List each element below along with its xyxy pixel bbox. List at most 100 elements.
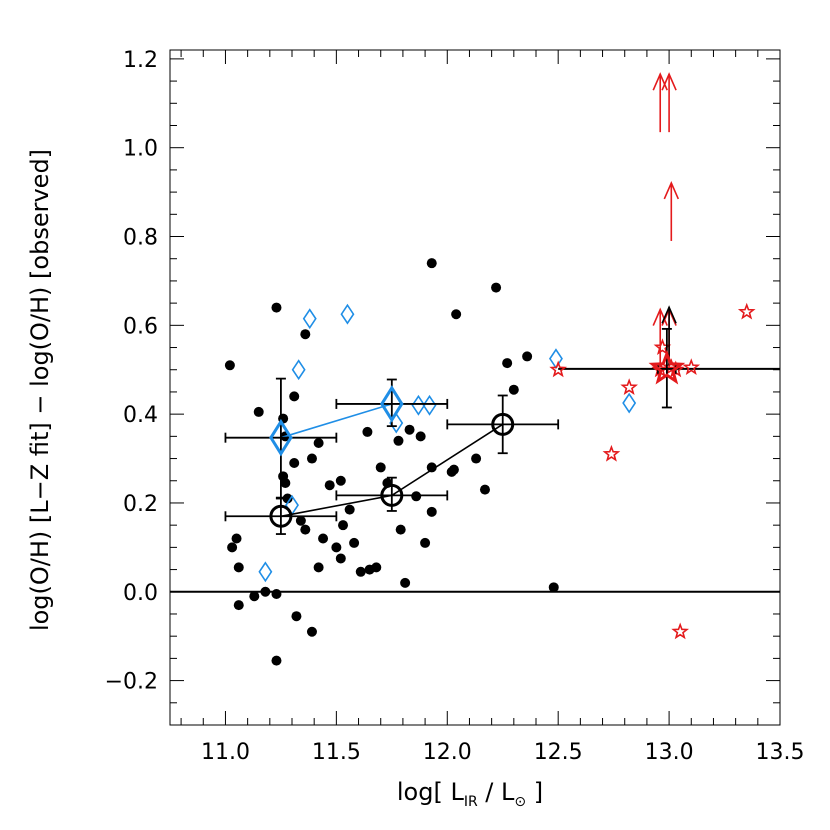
data-point-diamond <box>258 561 273 583</box>
data-point-diamond <box>422 394 437 416</box>
data-point <box>420 537 431 548</box>
data-point <box>289 391 300 402</box>
y-tick-label: 1.2 <box>123 48 158 73</box>
data-point <box>522 351 533 362</box>
binned-errorbar <box>446 394 560 455</box>
data-point <box>318 533 329 544</box>
data-point <box>362 426 373 437</box>
data-point <box>324 480 335 491</box>
x-tick-label: 12.0 <box>423 740 472 765</box>
binned-mean-diamond <box>380 385 404 423</box>
data-point <box>282 493 293 504</box>
data-point <box>471 453 482 464</box>
data-point <box>313 438 324 449</box>
data-point <box>233 562 244 573</box>
data-point <box>224 360 235 371</box>
y-axis-label: log(O/H) [L−Z fit] − log(O/H) [observed] <box>26 149 54 631</box>
y-tick-label: 0.4 <box>123 403 158 428</box>
data-point <box>289 457 300 468</box>
data-point <box>415 431 426 442</box>
data-point <box>271 302 282 313</box>
binned-errorbar <box>224 497 338 535</box>
data-point <box>295 515 306 526</box>
data-point <box>227 542 238 553</box>
data-point <box>331 542 342 553</box>
x-tick-label: 12.5 <box>534 740 583 765</box>
data-point-star <box>671 622 690 640</box>
y-tick-label: 1.0 <box>123 137 158 162</box>
x-axis-ticks: 11.0 11.5 12.0 12.5 13.0 13.5 <box>180 50 805 765</box>
arrow-head <box>661 305 677 324</box>
data-point <box>426 462 437 473</box>
data-point <box>306 453 317 464</box>
binned-mean-circle <box>269 504 293 528</box>
data-point <box>300 329 311 340</box>
data-point-star <box>602 444 621 462</box>
data-point <box>231 533 242 544</box>
data-point <box>338 520 349 531</box>
data-point <box>479 484 490 495</box>
data-point <box>291 611 302 622</box>
data-point <box>508 384 519 395</box>
data-point-star <box>737 302 756 320</box>
data-point <box>371 562 382 573</box>
data-point <box>426 506 437 517</box>
y-tick-label: −0.2 <box>105 670 158 695</box>
data-point <box>355 566 366 577</box>
large-star-marker <box>648 349 686 385</box>
data-point-star <box>620 378 638 396</box>
data-point <box>426 258 437 269</box>
lower-limit-arrow <box>663 180 680 241</box>
data-point <box>502 358 513 369</box>
data-point <box>249 591 260 602</box>
binned-errorbar <box>224 377 338 499</box>
data-point <box>335 553 346 564</box>
data-point <box>548 582 559 593</box>
data-point-diamond <box>340 303 355 325</box>
data-point <box>335 475 346 486</box>
binned-mean-circle <box>491 412 515 436</box>
x-tick-label: 13.5 <box>756 740 805 765</box>
arrow-head <box>661 72 677 91</box>
data-point-diamond <box>291 359 306 381</box>
data-point-star <box>682 358 701 376</box>
x-tick-label: 11.0 <box>201 740 250 765</box>
data-point <box>280 477 291 488</box>
data-point-diamond <box>302 308 317 330</box>
y-tick-label: 0.8 <box>123 226 158 251</box>
data-point-diamond <box>622 392 637 414</box>
data-point <box>344 504 355 515</box>
data-point <box>253 406 264 417</box>
data-point-star <box>549 360 568 378</box>
data-point <box>400 577 411 588</box>
binned-mean-line <box>280 403 393 439</box>
data-point <box>448 464 459 475</box>
y-axis-ticks: −0.20.00.20.40.60.81.01.2 <box>105 48 780 726</box>
plot-area <box>169 49 781 726</box>
plot-frame <box>169 49 781 726</box>
x-tick-label: 13.0 <box>645 740 694 765</box>
lower-limit-arrow <box>661 72 677 133</box>
data-point <box>306 626 317 637</box>
data-point <box>375 462 386 473</box>
data-point <box>404 424 415 435</box>
binned-mean-circle <box>380 483 404 507</box>
data-point <box>271 655 282 666</box>
chart-marks <box>170 72 780 666</box>
data-point <box>451 309 462 320</box>
data-point <box>300 524 311 535</box>
data-point <box>260 586 271 597</box>
binned-mean-diamond <box>269 418 293 457</box>
x-axis-label: log[ LIR / L⊙ ] <box>397 778 543 810</box>
data-point <box>233 600 244 611</box>
data-point <box>393 435 404 446</box>
data-point <box>349 537 360 548</box>
data-point <box>271 588 282 599</box>
data-point-diamond <box>549 348 563 370</box>
data-point <box>491 282 502 293</box>
arrow-head <box>663 180 680 200</box>
data-point <box>395 524 406 535</box>
data-point-diamond <box>411 394 426 416</box>
x-tick-label: 11.5 <box>312 740 361 765</box>
